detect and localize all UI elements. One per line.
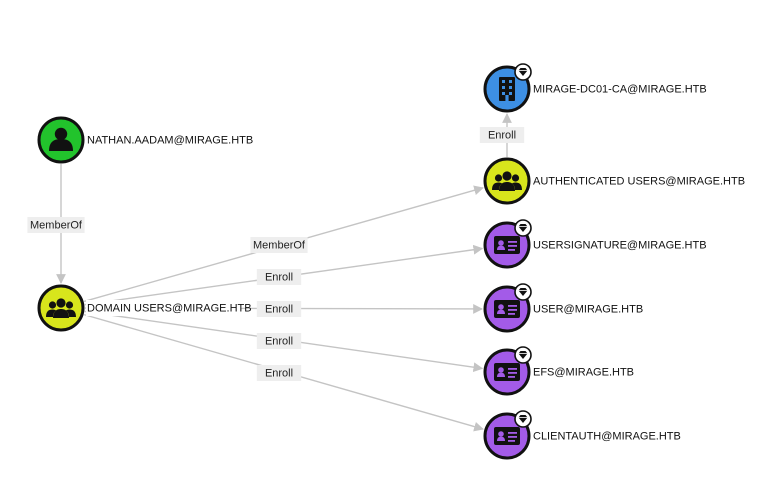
edge-label-memberof[interactable]: MemberOf — [27, 217, 85, 233]
node-label: EFS@MIRAGE.HTB — [533, 366, 634, 378]
node-label: USER@MIRAGE.HTB — [533, 303, 643, 315]
node-label: DOMAIN USERS@MIRAGE.HTB — [87, 302, 252, 314]
edge-label-memberof[interactable]: MemberOf — [250, 237, 308, 253]
node-label: AUTHENTICATED USERS@MIRAGE.HTB — [533, 175, 745, 187]
edge-label-text: Enroll — [488, 129, 516, 141]
group-node-circle[interactable] — [483, 157, 531, 205]
gem-badge-icon — [514, 283, 532, 301]
edge-label-text: Enroll — [265, 335, 293, 347]
node-usersignature[interactable]: USERSIGNATURE@MIRAGE.HTB — [483, 219, 707, 269]
edge-label-text: MemberOf — [253, 239, 306, 251]
group-node-circle[interactable] — [37, 284, 85, 332]
id-card-icon — [494, 363, 520, 381]
edge-label-enroll[interactable]: Enroll — [256, 365, 302, 381]
node-clientauth[interactable]: CLIENTAUTH@MIRAGE.HTB — [483, 410, 681, 460]
edge-label-enroll[interactable]: Enroll — [256, 269, 302, 285]
gem-badge-icon — [514, 346, 532, 364]
edge-label-enroll[interactable]: Enroll — [256, 333, 302, 349]
nodes-layer: NATHAN.AADAM@MIRAGE.HTB DOMAIN USERS@MIRA… — [37, 63, 745, 460]
edge-label-text: MemberOf — [30, 219, 83, 231]
gem-badge-icon — [514, 63, 532, 81]
node-efs[interactable]: EFS@MIRAGE.HTB — [483, 346, 634, 396]
node-label: NATHAN.AADAM@MIRAGE.HTB — [87, 134, 253, 146]
node-nathan[interactable]: NATHAN.AADAM@MIRAGE.HTB — [37, 116, 253, 164]
building-icon — [499, 77, 515, 101]
node-label: CLIENTAUTH@MIRAGE.HTB — [533, 430, 681, 442]
id-card-icon — [494, 427, 520, 445]
gem-badge-icon — [514, 410, 532, 428]
gem-badge-icon — [514, 219, 532, 237]
id-card-icon — [494, 236, 520, 254]
edge-labels-layer: MemberOfMemberOfEnrollEnrollEnrollEnroll… — [27, 127, 525, 381]
edge-label-enroll[interactable]: Enroll — [479, 127, 525, 143]
node-user-tpl[interactable]: USER@MIRAGE.HTB — [483, 283, 643, 333]
node-domain-users[interactable]: DOMAIN USERS@MIRAGE.HTB — [37, 284, 252, 332]
edge-label-text: Enroll — [265, 303, 293, 315]
node-auth-users[interactable]: AUTHENTICATED USERS@MIRAGE.HTB — [483, 157, 745, 205]
edge-label-enroll[interactable]: Enroll — [256, 301, 302, 317]
node-dc-ca[interactable]: MIRAGE-DC01-CA@MIRAGE.HTB — [483, 63, 707, 113]
node-label: MIRAGE-DC01-CA@MIRAGE.HTB — [533, 83, 707, 95]
id-card-icon — [494, 300, 520, 318]
node-label: USERSIGNATURE@MIRAGE.HTB — [533, 239, 707, 251]
edge-label-text: Enroll — [265, 367, 293, 379]
edge-label-text: Enroll — [265, 271, 293, 283]
